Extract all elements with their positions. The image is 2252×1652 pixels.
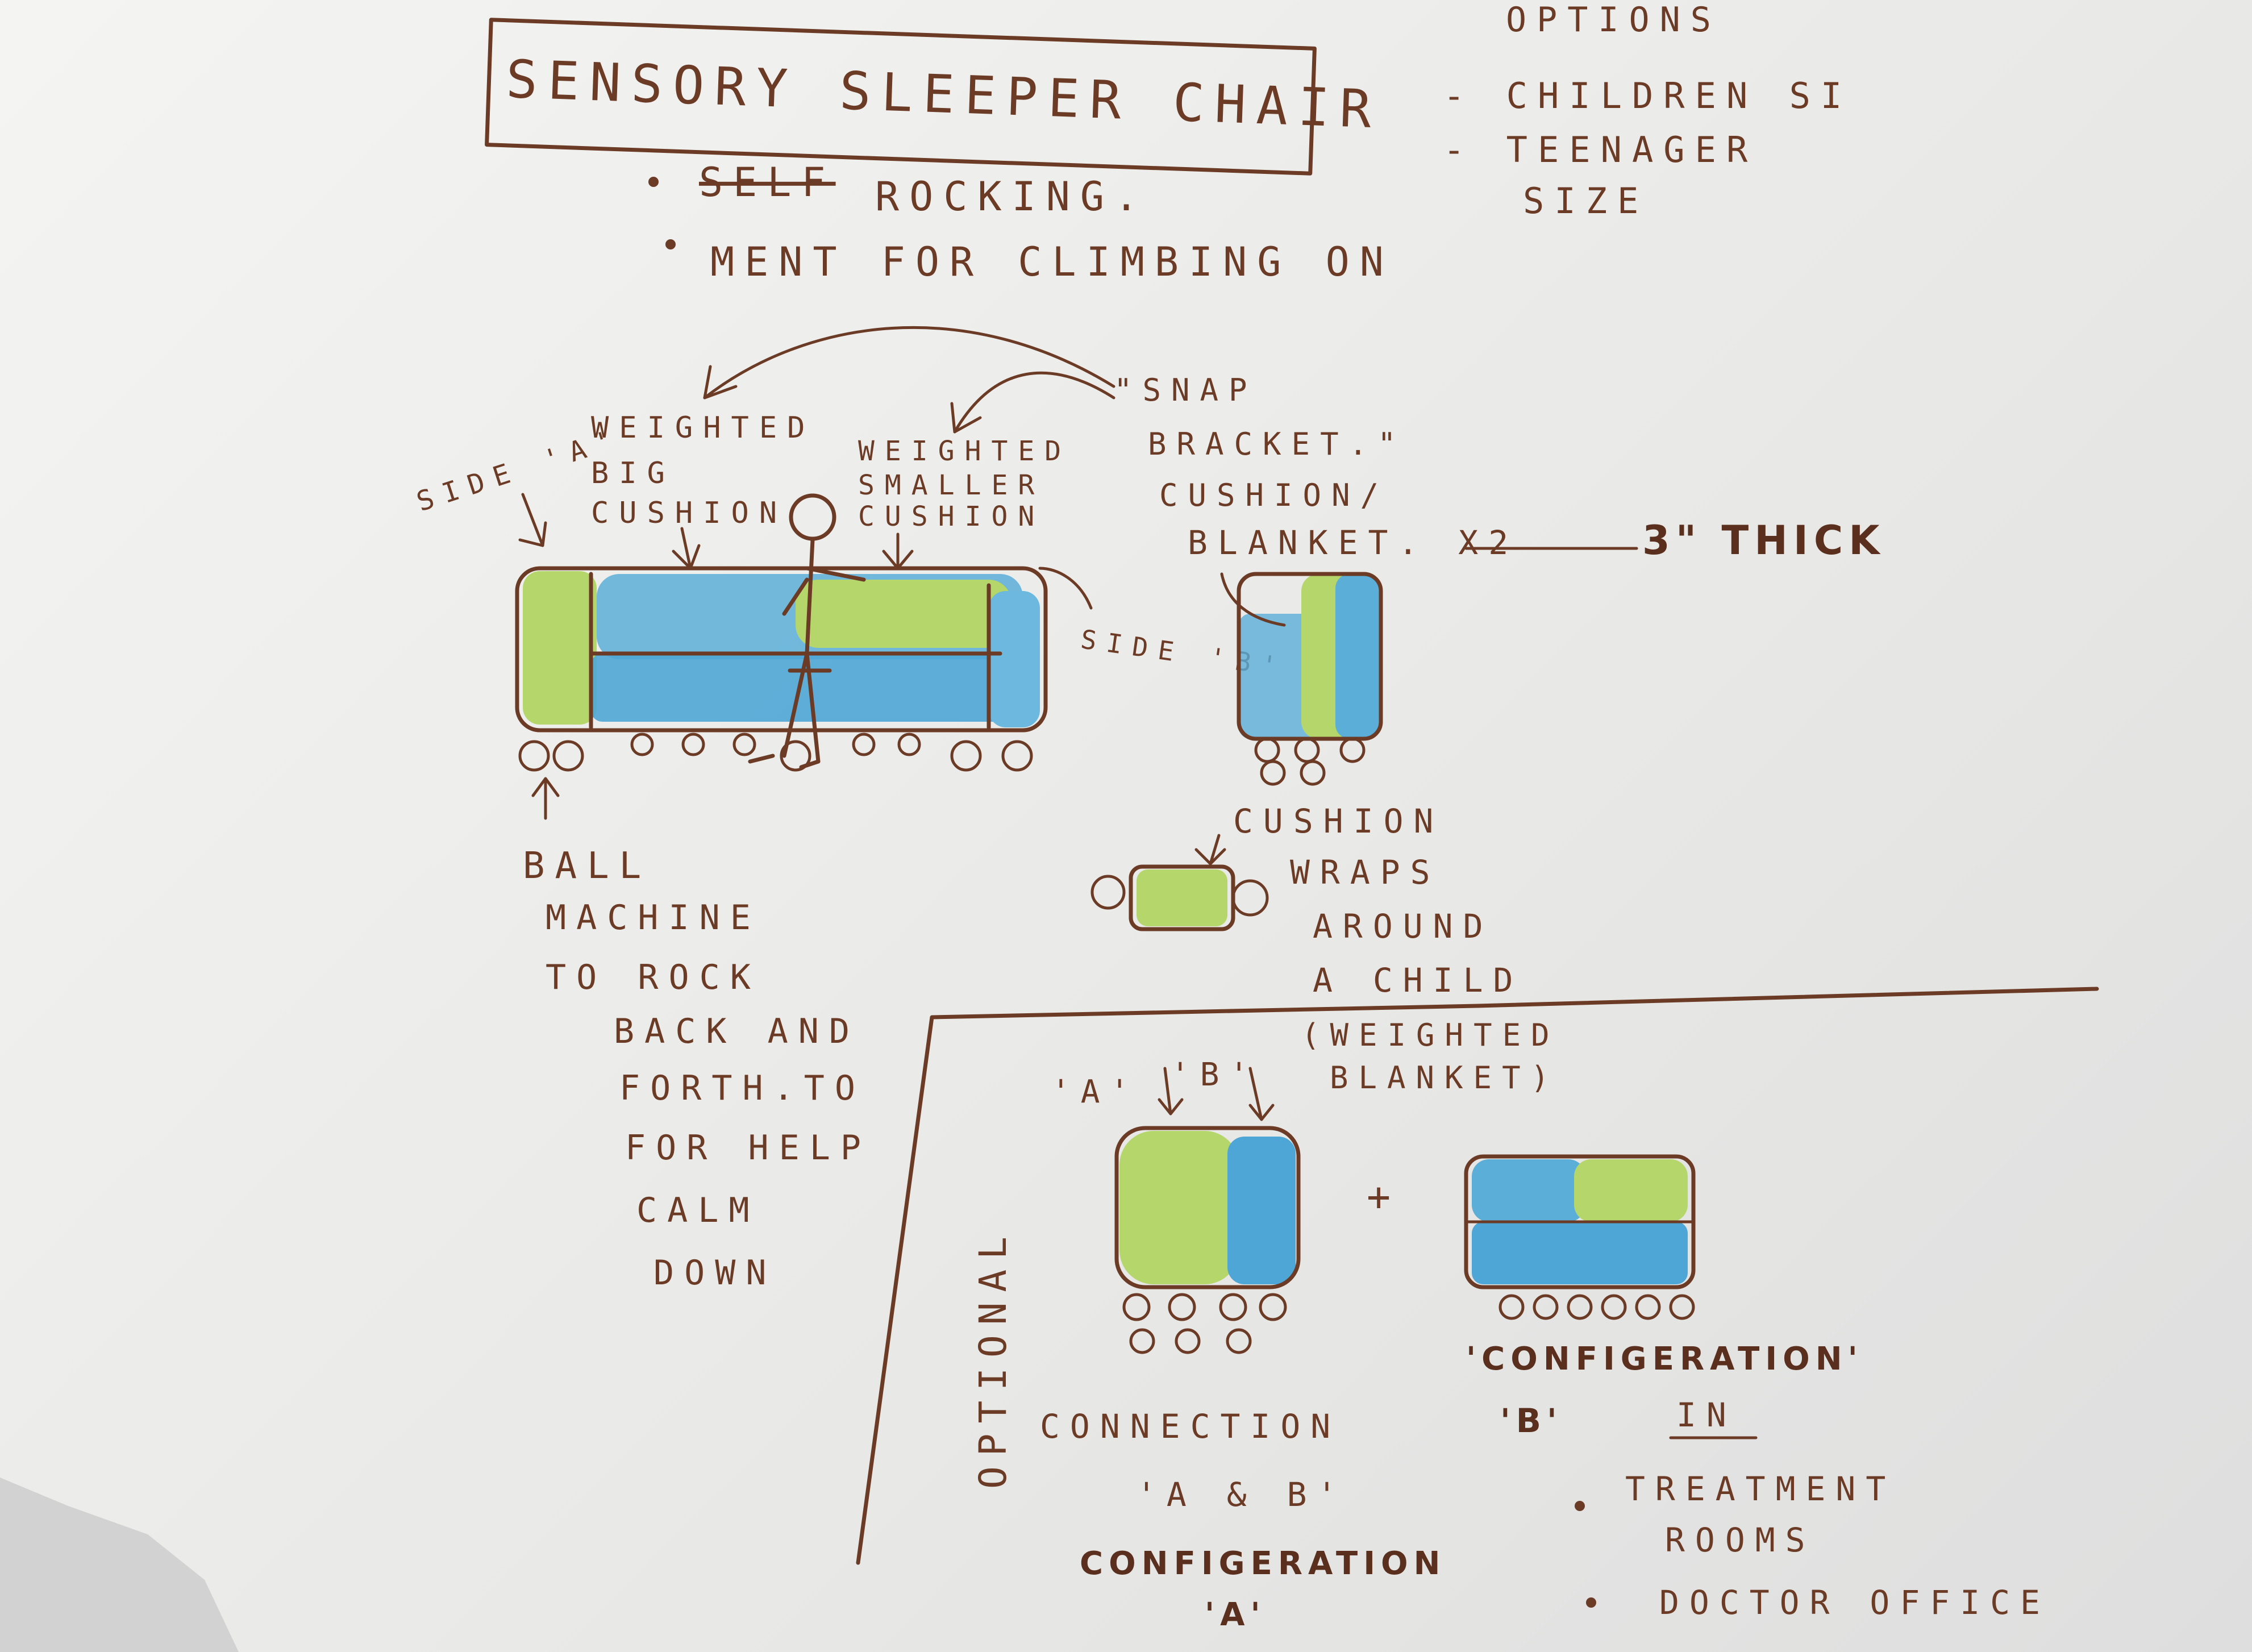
connected-chair-drawing (1114, 1126, 1301, 1354)
optional-label: OPTIONAL (971, 1226, 1015, 1489)
label-small-cushion-1: WEIGHTED (858, 435, 1071, 467)
connection-line-2: 'A & B' (1137, 1475, 1347, 1514)
wrap-line-6: BLANKET) (1330, 1060, 1559, 1096)
config-b-line-1: 'CONFIGERATION' (1466, 1341, 1863, 1378)
arrow-wrap (1194, 834, 1226, 865)
arrow-ball-machine (531, 777, 560, 820)
wrap-line-2: WRAPS (1290, 853, 1441, 892)
cushion-blanket-2: BLANKET. X2 (1188, 523, 1518, 562)
snap-arrow-right (953, 371, 1115, 434)
sofa-seat-line (589, 572, 1002, 730)
wrap-drawing (1090, 864, 1269, 931)
feature-1: ROCKING. (875, 173, 1148, 220)
arrow-big-cushion (672, 527, 701, 570)
label-small-cushion-3: CUSHION (858, 501, 1044, 532)
marker-b: 'B' (1171, 1056, 1259, 1093)
sofa-outline (515, 566, 1048, 733)
label-small-cushion-2: SMALLER (858, 469, 1044, 501)
options-item-children: - CHILDREN SI (1443, 75, 1852, 116)
arrow-side-b (1038, 567, 1093, 610)
ball-machine-line-1: BALL (523, 845, 651, 887)
arrow-small-cushion (882, 532, 914, 570)
bullet-icon (1586, 1597, 1596, 1608)
torn-paper-shadow (0, 1478, 239, 1652)
sofa-blue-arm-b (989, 591, 1040, 727)
ball-machine-line-8: DOWN (653, 1253, 777, 1293)
cushion-blanket-1: CUSHION/ (1159, 477, 1389, 513)
arrow-head-icon (703, 365, 738, 400)
label-thick: 3" THICK (1642, 517, 1885, 564)
arrow-marker-a (1158, 1067, 1184, 1116)
sofa-side-view (515, 493, 1048, 772)
ball-machine-line-3: TO ROCK (546, 958, 761, 997)
connection-line-1: CONNECTION (1040, 1407, 1341, 1446)
wrap-line-1: CUSHION (1233, 802, 1443, 840)
wrap-line-3: AROUND (1313, 907, 1493, 946)
ball-machine-line-2: MACHINE (546, 898, 761, 938)
label-big-cushion-1: WEIGHTED (591, 411, 815, 445)
wrap-line-4: A CHILD (1313, 961, 1523, 1000)
title: SENSORY SLEEPER CHAIR (505, 49, 1383, 140)
arrow-head-icon (950, 402, 982, 434)
sofa-wheels (518, 733, 1033, 772)
place-treatment: TREATMENT (1625, 1470, 1896, 1508)
ball-machine-line-5: FORTH.TO (619, 1068, 865, 1108)
config-a-line-1: CONFIGERATION (1080, 1545, 1446, 1582)
feature-struck-word: SELF (699, 159, 836, 206)
arrow-marker-b (1248, 1067, 1275, 1121)
config-b-line-3: IN (1676, 1396, 1737, 1434)
optional-section-border (856, 987, 2099, 1565)
options-item-size: SIZE (1523, 180, 1649, 222)
label-big-cushion-3: CUSHION (591, 496, 787, 530)
title-box (485, 18, 1317, 176)
config-b-drawing (1464, 1154, 1696, 1320)
label-big-cushion-2: BIG (591, 456, 675, 490)
options-item-teenager: - TEENAGER (1443, 129, 1758, 170)
marker-a: 'A' (1051, 1073, 1139, 1110)
sofa-green-arm-a (523, 571, 597, 725)
plus-sign: + (1367, 1174, 1401, 1220)
options-heading: OPTIONS (1506, 0, 1721, 40)
wrap-line-5: (WEIGHTED (1301, 1017, 1560, 1053)
sofa-green-cushion (796, 580, 1011, 648)
snap-bracket-1: "SNAP (1114, 372, 1258, 408)
config-b-line-2: 'B' (1500, 1401, 1563, 1440)
feature-2: MENT FOR CLIMBING ON (710, 239, 1394, 285)
arrow-side-a (518, 493, 547, 547)
ball-machine-line-6: FOR HELP (625, 1128, 871, 1168)
config-a-line-2: 'A' (1205, 1596, 1266, 1633)
snap-bracket-2: BRACKET." (1148, 426, 1406, 462)
bullet-icon (1575, 1501, 1585, 1511)
bullet-icon (665, 239, 676, 249)
place-doctor-office: DOCTOR OFFICE (1659, 1583, 2050, 1622)
bullet-icon (648, 177, 659, 187)
ball-machine-line-7: CALM (636, 1191, 760, 1230)
place-rooms: ROOMS (1665, 1521, 1816, 1559)
snap-arrow-left (703, 326, 1115, 400)
ball-machine-line-4: BACK AND (614, 1012, 860, 1051)
chair-side-view (1220, 572, 1383, 786)
child-figure (748, 493, 866, 769)
